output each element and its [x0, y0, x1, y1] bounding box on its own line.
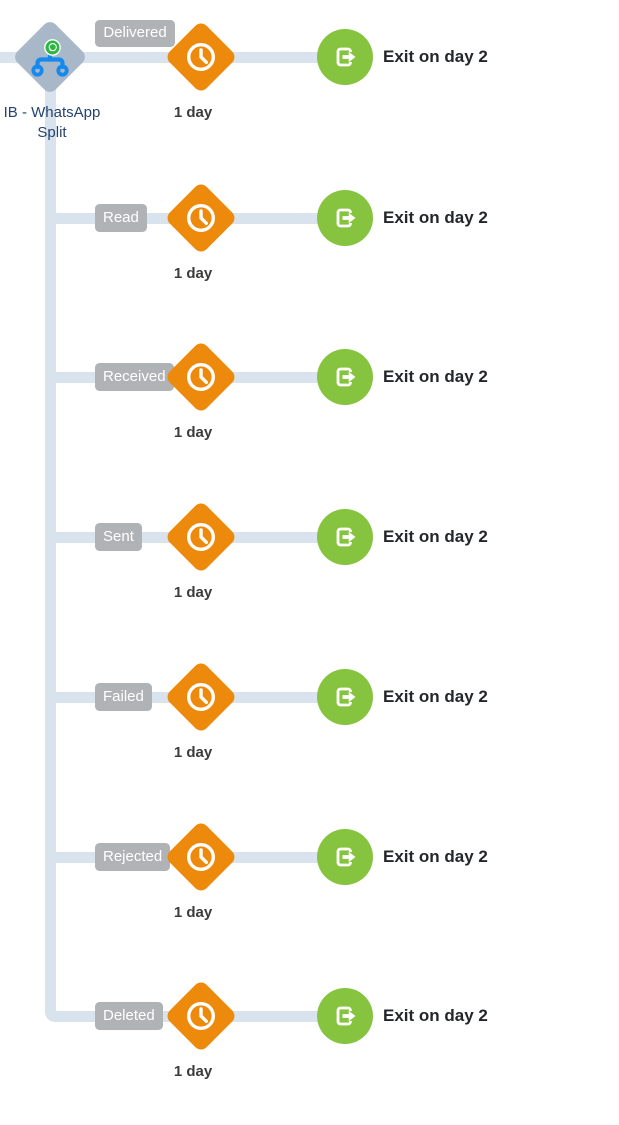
clock-icon	[187, 363, 215, 391]
clock-icon	[187, 204, 215, 232]
clock-icon	[187, 843, 215, 871]
exit-icon	[336, 687, 356, 707]
clock-icon	[187, 43, 215, 71]
wait-duration-label: 1 day	[173, 744, 213, 761]
exit-label: Exit on day 2	[383, 527, 488, 546]
branch-badge-delivered: Delivered	[95, 20, 175, 47]
connector-line	[0, 51, 330, 63]
exit-label: Exit on day 2	[383, 1006, 488, 1025]
wait-duration-label: 1 day	[173, 904, 213, 921]
exit-node[interactable]	[317, 669, 373, 725]
exit-label: Exit on day 2	[383, 208, 488, 227]
wait-node[interactable]	[164, 181, 238, 255]
exit-node[interactable]	[317, 29, 373, 85]
exit-label: Exit on day 2	[383, 367, 488, 386]
wait-node[interactable]	[164, 500, 238, 574]
clock-icon	[187, 683, 215, 711]
exit-icon	[336, 527, 356, 547]
branch-badge-read: Read	[95, 204, 147, 232]
clock-icon	[187, 1002, 215, 1030]
branch-badge-sent: Sent	[95, 523, 142, 551]
wait-node[interactable]	[164, 820, 238, 894]
wait-duration-label: 1 day	[173, 104, 213, 121]
exit-icon	[336, 1006, 356, 1026]
wait-node[interactable]	[164, 340, 238, 414]
exit-node[interactable]	[317, 190, 373, 246]
exit-icon	[336, 47, 356, 67]
split-node-label: IB - WhatsApp Split	[3, 104, 101, 141]
branch-badge-rejected: Rejected	[95, 843, 171, 871]
wait-duration-label: 1 day	[173, 424, 213, 441]
clock-icon	[187, 523, 215, 551]
exit-node[interactable]	[317, 349, 373, 405]
exit-label: Exit on day 2	[383, 687, 488, 706]
exit-icon	[336, 847, 356, 867]
exit-label: Exit on day 2	[383, 47, 488, 66]
exit-icon	[336, 208, 356, 228]
whatsapp-split-node[interactable]	[11, 18, 89, 96]
branch-badge-deleted: Deleted	[95, 1002, 163, 1030]
exit-node[interactable]	[317, 509, 373, 565]
wait-node[interactable]	[164, 979, 238, 1053]
exit-icon	[336, 367, 356, 387]
exit-node[interactable]	[317, 829, 373, 885]
wait-node[interactable]	[164, 660, 238, 734]
wait-node[interactable]	[164, 20, 238, 94]
exit-node[interactable]	[317, 988, 373, 1044]
wait-duration-label: 1 day	[173, 265, 213, 282]
exit-label: Exit on day 2	[383, 847, 488, 866]
branch-badge-failed: Failed	[95, 683, 152, 711]
wait-duration-label: 1 day	[173, 584, 213, 601]
branch-badge-received: Received	[95, 363, 174, 391]
wait-duration-label: 1 day	[173, 1063, 213, 1080]
